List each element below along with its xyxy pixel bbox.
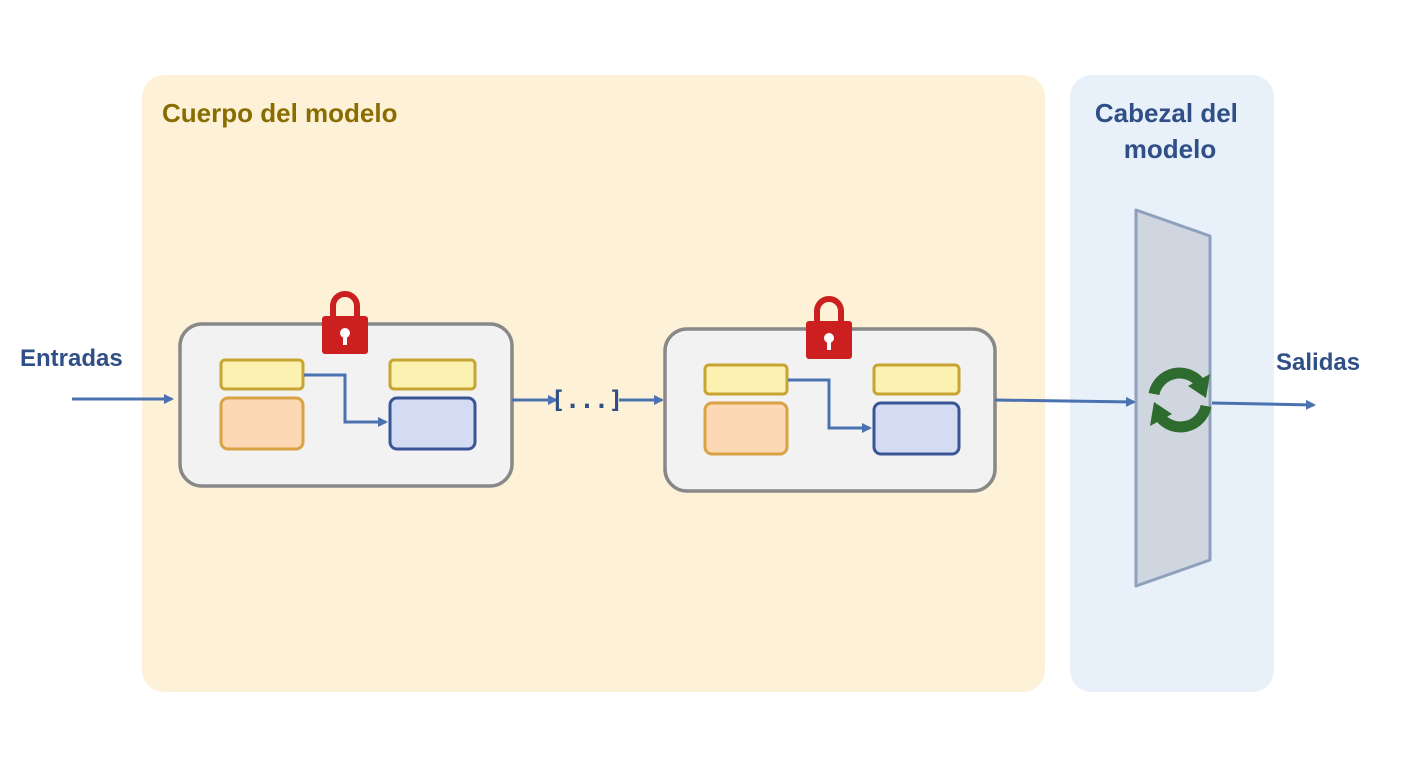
block-2-yellow-right [872, 363, 961, 396]
frozen-block-1 [178, 291, 514, 488]
block-2-yellow-left [703, 363, 789, 396]
model-head-title: Cabezal del modelo [1095, 98, 1245, 164]
block-1-inner-arrow [304, 373, 388, 427]
input-label: Entradas [20, 345, 123, 372]
connector-to-head [994, 396, 1136, 407]
model-body-title: Cuerpo del modelo [162, 98, 397, 128]
refresh-icon [1148, 367, 1212, 433]
ellipsis-label: [...] [551, 386, 623, 414]
block-1-orange [219, 396, 305, 451]
block-2-inner-arrow [788, 378, 872, 433]
block-1-yellow-right [388, 358, 477, 391]
lock-icon [806, 296, 852, 359]
block-2-orange [703, 401, 789, 456]
output-arrow [1211, 399, 1316, 410]
model-head-title-line2: modelo [1124, 134, 1216, 164]
block-1-blue [388, 396, 477, 451]
model-body-panel [142, 75, 1045, 692]
lock-icon [322, 291, 368, 354]
block-1-yellow-left [219, 358, 305, 391]
head-layer [1134, 208, 1212, 588]
output-label: Salidas [1276, 349, 1360, 376]
block-2-blue [872, 401, 961, 456]
model-head-title-line1: Cabezal del [1095, 98, 1238, 128]
frozen-block-2 [663, 296, 997, 493]
